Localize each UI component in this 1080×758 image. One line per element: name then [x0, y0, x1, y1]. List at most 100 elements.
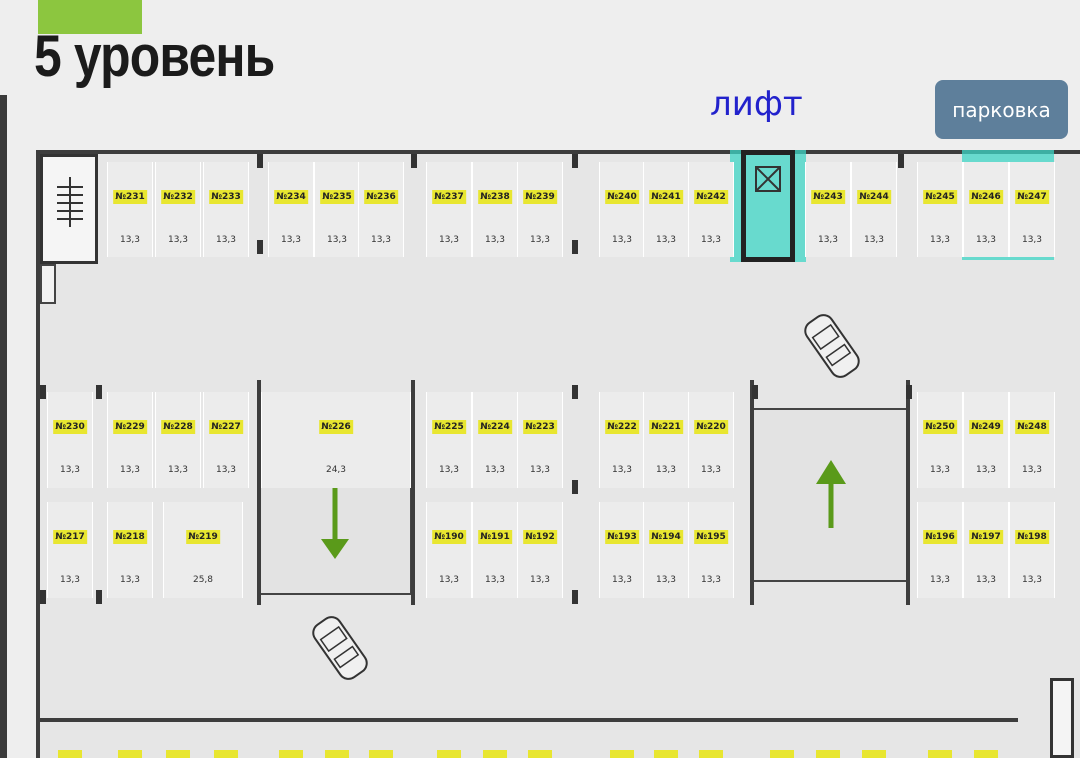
parking-stall[interactable]	[472, 502, 518, 598]
parking-stall[interactable]	[517, 162, 563, 257]
stall-area: 13,3	[484, 235, 506, 245]
parking-stall[interactable]	[517, 502, 563, 598]
parking-stall[interactable]	[599, 392, 645, 488]
parking-stall[interactable]	[688, 162, 734, 257]
stall-area: 13,3	[59, 465, 81, 475]
ramp-wall	[750, 380, 754, 605]
stall-number: №232	[161, 190, 195, 204]
left-wall	[36, 150, 40, 758]
parking-stall[interactable]	[805, 162, 851, 257]
stall-number: №241	[649, 190, 683, 204]
ramp-wall	[411, 380, 415, 605]
stall-area: 13,3	[484, 575, 506, 585]
parking-button[interactable]: парковка	[935, 80, 1068, 139]
parking-stall[interactable]	[314, 162, 360, 257]
parking-stall[interactable]	[1009, 502, 1055, 598]
parking-stall[interactable]	[155, 392, 201, 488]
stall-number: №226	[319, 420, 353, 434]
pillar	[572, 154, 578, 168]
stall-number: №237	[432, 190, 466, 204]
parking-stall[interactable]	[517, 392, 563, 488]
stall-number: №249	[969, 420, 1003, 434]
stall-number: №236	[364, 190, 398, 204]
parking-stall[interactable]	[472, 392, 518, 488]
stall-area: 13,3	[215, 235, 237, 245]
stall-number: №220	[694, 420, 728, 434]
stall-label-partial	[369, 750, 393, 758]
parking-stall[interactable]	[203, 392, 249, 488]
stall-number: №193	[605, 530, 639, 544]
stall-area: 13,3	[929, 465, 951, 475]
stall-area: 13,3	[119, 235, 141, 245]
parking-stall[interactable]	[917, 162, 963, 257]
parking-stall[interactable]	[426, 502, 472, 598]
stall-label-partial	[437, 750, 461, 758]
parking-stall[interactable]	[643, 392, 689, 488]
parking-stall[interactable]	[426, 162, 472, 257]
parking-stall[interactable]	[203, 162, 249, 257]
stall-number: №231	[113, 190, 147, 204]
stall-number: №228	[161, 420, 195, 434]
stall-number: №242	[694, 190, 728, 204]
top-wall	[38, 150, 1080, 154]
stall-label-partial	[325, 750, 349, 758]
parking-stall[interactable]	[155, 162, 201, 257]
stall-area: 13,3	[438, 235, 460, 245]
ramp-wall	[906, 380, 910, 605]
parking-stall[interactable]	[963, 162, 1009, 257]
stall-label-partial	[214, 750, 238, 758]
parking-stall[interactable]	[472, 162, 518, 257]
stall-area: 13,3	[167, 465, 189, 475]
parking-stall[interactable]	[917, 502, 963, 598]
stall-area: 13,3	[655, 465, 677, 475]
parking-stall[interactable]	[107, 502, 153, 598]
stall-number: №223	[523, 420, 557, 434]
parking-stall[interactable]	[1009, 162, 1055, 257]
parking-stall[interactable]	[47, 392, 93, 488]
level-title: 5 уровень	[34, 24, 275, 89]
stall-area: 13,3	[975, 575, 997, 585]
pillar	[96, 385, 102, 399]
parking-stall[interactable]	[917, 392, 963, 488]
parking-stall[interactable]	[688, 502, 734, 598]
parking-stall[interactable]	[47, 502, 93, 598]
stall-number: №227	[209, 420, 243, 434]
arrow-up-icon	[816, 460, 846, 528]
parking-stall[interactable]	[268, 162, 314, 257]
stall-label-partial	[770, 750, 794, 758]
stall-number: №196	[923, 530, 957, 544]
parking-stall[interactable]	[963, 502, 1009, 598]
parking-stall[interactable]	[358, 162, 404, 257]
stall-area: 13,3	[975, 465, 997, 475]
stall-number: №245	[923, 190, 957, 204]
stall-area: 13,3	[929, 235, 951, 245]
parking-stall[interactable]	[963, 392, 1009, 488]
parking-stall[interactable]	[261, 392, 411, 488]
stall-area: 13,3	[438, 575, 460, 585]
exit-door	[1050, 678, 1074, 758]
stall-number: №222	[605, 420, 639, 434]
parking-stall[interactable]	[426, 392, 472, 488]
stall-area: 13,3	[59, 575, 81, 585]
stall-label-partial	[166, 750, 190, 758]
stall-area: 13,3	[611, 465, 633, 475]
stall-number: №191	[478, 530, 512, 544]
stall-number: №238	[478, 190, 512, 204]
stall-number: №246	[969, 190, 1003, 204]
stall-area: 13,3	[611, 235, 633, 245]
stall-number: №229	[113, 420, 147, 434]
parking-stall[interactable]	[688, 392, 734, 488]
stall-label-partial	[974, 750, 998, 758]
parking-stall[interactable]	[643, 162, 689, 257]
parking-stall[interactable]	[643, 502, 689, 598]
stall-area: 13,3	[438, 465, 460, 475]
stall-number: №240	[605, 190, 639, 204]
parking-stall[interactable]	[107, 392, 153, 488]
parking-stall[interactable]	[163, 502, 243, 598]
parking-stall[interactable]	[1009, 392, 1055, 488]
parking-stall[interactable]	[107, 162, 153, 257]
stair-icon	[57, 177, 83, 227]
ramp-wall	[257, 380, 261, 605]
parking-stall[interactable]	[851, 162, 897, 257]
stall-label-partial	[58, 750, 82, 758]
